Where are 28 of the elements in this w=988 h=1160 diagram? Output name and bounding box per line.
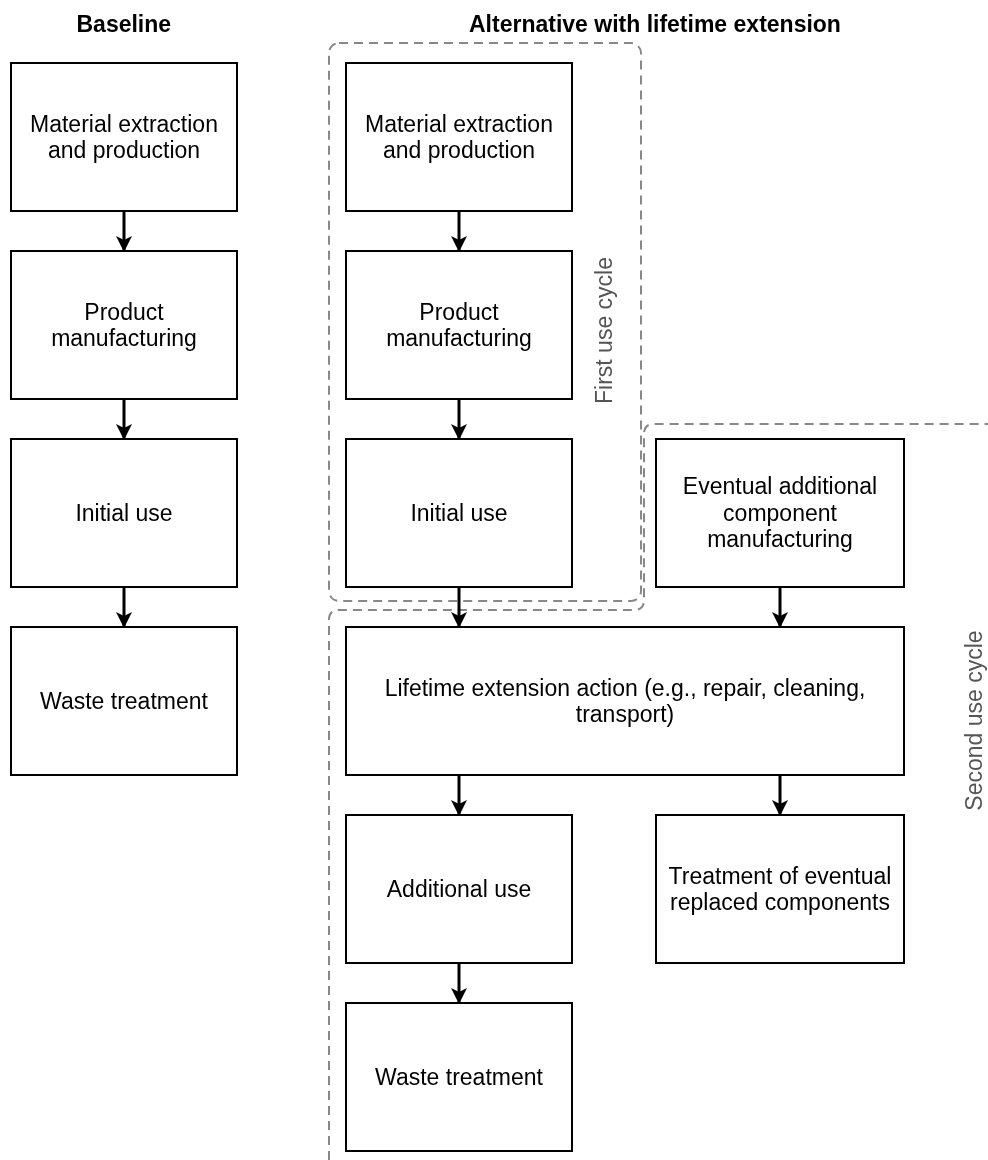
process-box: Material extraction and production bbox=[10, 62, 238, 212]
arrow bbox=[451, 588, 467, 628]
process-box: Eventual additional component manufacturing bbox=[655, 438, 905, 588]
arrow bbox=[451, 212, 467, 252]
dashed-group-outline bbox=[328, 420, 988, 1160]
arrow bbox=[451, 400, 467, 440]
process-box: Initial use bbox=[10, 438, 238, 588]
arrow bbox=[116, 588, 132, 628]
process-box: Material extraction and production bbox=[345, 62, 573, 212]
arrow bbox=[451, 776, 467, 816]
arrow bbox=[772, 776, 788, 816]
arrow bbox=[451, 964, 467, 1004]
process-box: Product manufacturing bbox=[345, 250, 573, 400]
group-label: Second use cycle bbox=[960, 629, 988, 811]
process-box: Treatment of eventual replaced components bbox=[655, 814, 905, 964]
arrow bbox=[116, 400, 132, 440]
process-box: Initial use bbox=[345, 438, 573, 588]
arrow bbox=[116, 212, 132, 252]
process-box: Lifetime extension action (e.g., repair, cleaning, transport) bbox=[345, 626, 905, 776]
dashed-group-outline bbox=[328, 42, 642, 602]
process-box: Waste treatment bbox=[10, 626, 238, 776]
group-label: First use cycle bbox=[590, 256, 618, 404]
column-heading: Baseline bbox=[76, 10, 172, 38]
column-heading: Alternative with lifetime extension bbox=[469, 10, 841, 38]
process-box: Additional use bbox=[345, 814, 573, 964]
process-box: Product manufacturing bbox=[10, 250, 238, 400]
process-box: Waste treatment bbox=[345, 1002, 573, 1152]
arrow bbox=[772, 588, 788, 628]
